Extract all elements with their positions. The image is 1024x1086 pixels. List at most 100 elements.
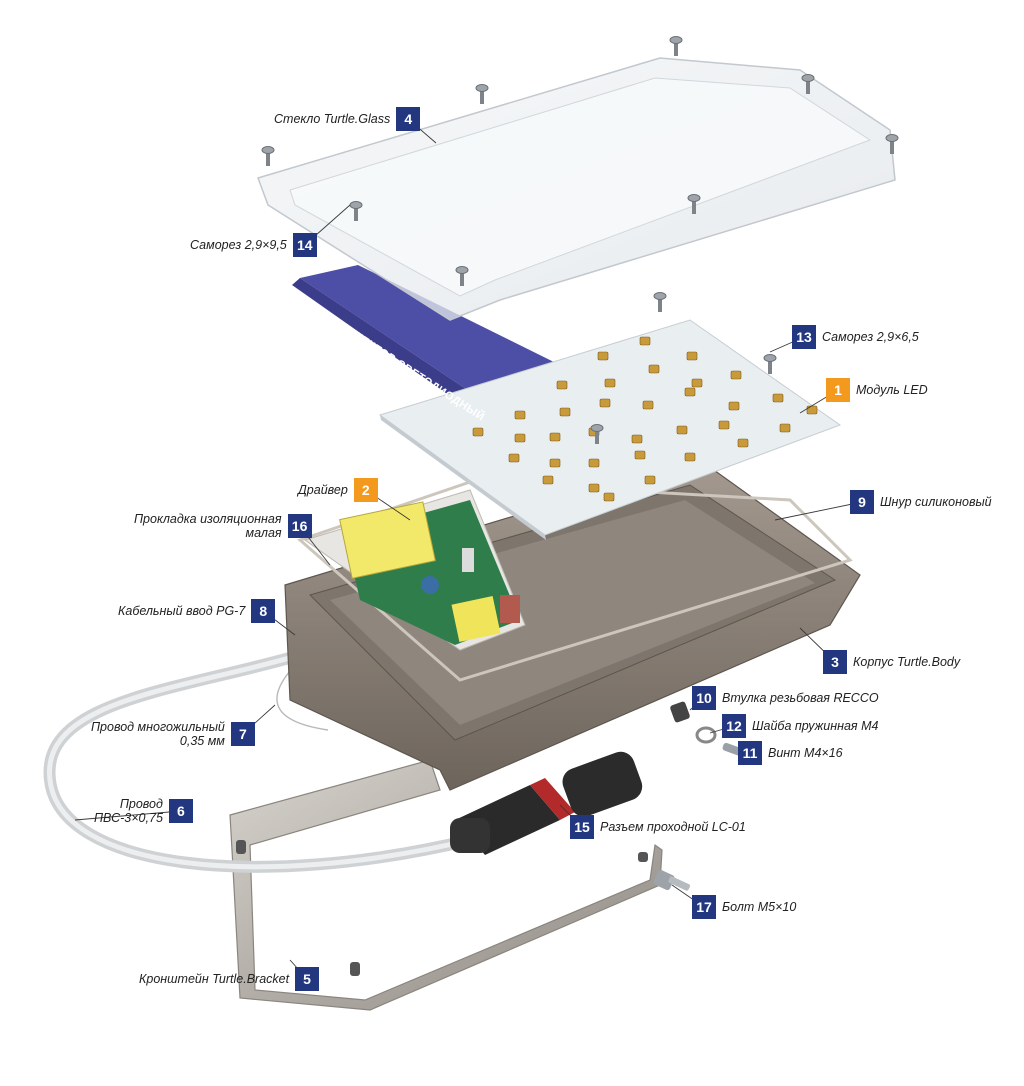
led-chip (737, 438, 749, 448)
screw (261, 146, 275, 166)
callout-number-badge: 16 (287, 514, 312, 538)
screws (261, 36, 899, 444)
callout-label: Провод многожильный 0,35 мм (91, 720, 225, 748)
leader-line-9 (774, 501, 863, 521)
callout-number-badge: 15 (570, 815, 594, 839)
callout-number-badge: 9 (850, 490, 874, 514)
led-chip (549, 432, 561, 442)
led-chip (597, 351, 609, 361)
callout-8: Кабельный ввод PG-7 8 (118, 599, 276, 623)
callout-number-badge: 1 (826, 378, 850, 402)
screw (475, 84, 489, 104)
led-chip (806, 405, 818, 415)
callout-number-badge: 7 (230, 722, 255, 746)
bracket-shape (229, 759, 663, 1011)
callout-number-badge: 14 (292, 233, 317, 257)
callout-number-badge: 10 (692, 686, 716, 710)
callout-number-badge: 2 (353, 478, 378, 502)
callout-label: Болт М5×10 (722, 900, 797, 914)
led-chip (514, 433, 526, 443)
led-chip (549, 458, 561, 468)
led-chip (644, 475, 656, 485)
led-chip (684, 452, 696, 462)
callout-number-badge: 5 (295, 967, 320, 991)
callout-label: Саморез 2,9×6,5 (822, 330, 919, 344)
callout-number-badge: 12 (722, 714, 746, 738)
callout-3: Корпус Turtle.Body 3 (823, 650, 960, 674)
led-chip (599, 398, 611, 408)
screw (763, 354, 777, 374)
led-chip (588, 458, 600, 468)
led-chip (559, 407, 571, 417)
callout-label: Стекло Turtle.Glass (274, 112, 391, 126)
led-chip (772, 393, 784, 403)
screw (687, 194, 701, 214)
callout-number-badge: 6 (168, 799, 193, 823)
callout-13: Саморез 2,9×6,5 13 (792, 325, 919, 349)
led-chip (686, 351, 698, 361)
callout-label: Втулка резьбовая RECCO (722, 691, 879, 705)
screw (455, 266, 469, 286)
callout-number-badge: 3 (823, 650, 847, 674)
callout-label: Провод ПВС-3×0,75 (94, 797, 163, 825)
callout-15: Разъем проходной LC-01 15 (570, 815, 746, 839)
callout-label: Разъем проходной LC-01 (600, 820, 746, 834)
callout-17: Болт М5×10 17 (692, 895, 796, 919)
silicone-cord-shape (297, 480, 853, 682)
callout-label: Модуль LED (856, 383, 928, 397)
callout-label: Прокладка изоляционная малая (134, 512, 282, 540)
led-chips (472, 336, 818, 502)
led-chip (730, 370, 742, 380)
connector-shape (450, 751, 643, 855)
led-chip (718, 420, 730, 430)
led-chip (684, 387, 696, 397)
driver-shape (303, 489, 526, 651)
callout-14: Саморез 2,9×9,5 14 (190, 233, 317, 257)
callout-2: Драйвер 2 (298, 478, 378, 502)
led-chip (588, 483, 600, 493)
callout-label: Саморез 2,9×9,5 (190, 238, 287, 252)
led-chip (728, 401, 740, 411)
product-label-card (292, 265, 570, 410)
callout-label: Шайба пружинная М4 (752, 719, 879, 733)
led-chip (779, 423, 791, 433)
callout-label: Корпус Turtle.Body (853, 655, 961, 669)
led-chip (639, 336, 651, 346)
callout-1: Модуль LED 1 (826, 378, 928, 402)
led-chip (691, 378, 703, 388)
callout-number-badge: 11 (738, 741, 762, 765)
led-chip (604, 378, 616, 388)
callout-label: Кабельный ввод PG-7 (118, 604, 246, 618)
glass-shape (257, 57, 896, 321)
led-module-shape (378, 319, 842, 540)
led-chip (648, 364, 660, 374)
screw (885, 134, 899, 154)
callout-number-badge: 13 (792, 325, 816, 349)
led-chip (472, 427, 484, 437)
led-chip (542, 475, 554, 485)
led-chip (556, 380, 568, 390)
callout-number-badge: 17 (692, 895, 716, 919)
screw (590, 424, 604, 444)
callout-label: Драйвер (298, 483, 348, 497)
callout-9: Шнур силиконовый 9 (850, 490, 992, 514)
screw (653, 292, 667, 312)
led-chip (631, 434, 643, 444)
callout-number-badge: 8 (251, 599, 276, 623)
callout-label: Шнур силиконовый (880, 495, 992, 509)
led-chip (603, 492, 615, 502)
callout-12: Шайба пружинная М4 12 (722, 714, 878, 738)
screw (669, 36, 683, 56)
led-chip (514, 410, 526, 420)
screw (801, 74, 815, 94)
led-chip (634, 450, 646, 460)
led-chip (508, 453, 520, 463)
led-chip (676, 425, 688, 435)
